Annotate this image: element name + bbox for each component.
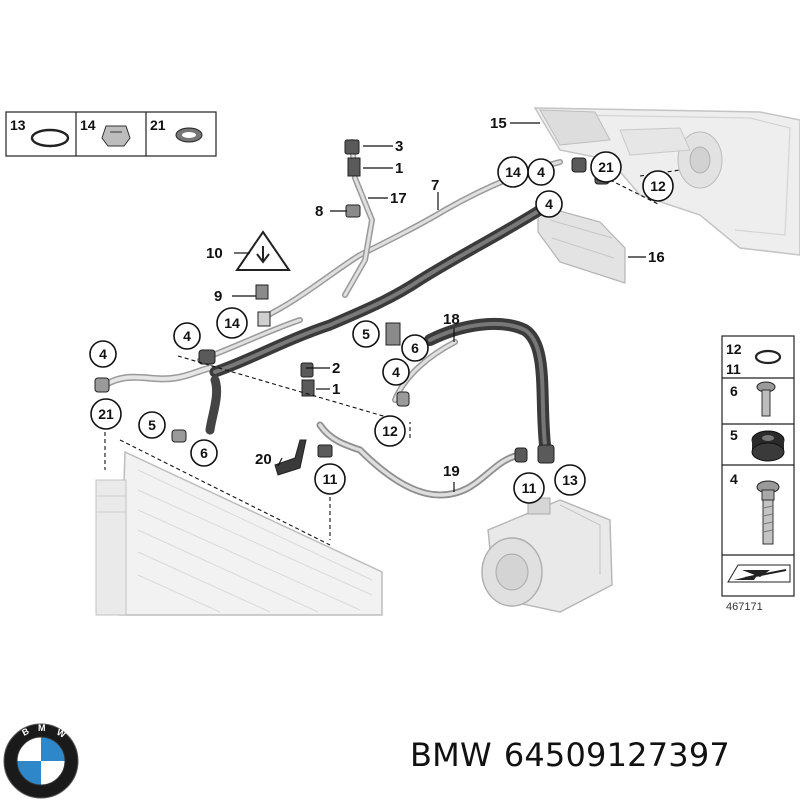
callout-13: 13 — [562, 472, 578, 488]
arrow-reference-icon — [727, 564, 791, 583]
callout-6b: 6 — [411, 340, 419, 356]
clip-14-icon — [101, 125, 131, 147]
callouts — [89, 151, 674, 504]
callout-circle-14b — [216, 307, 248, 339]
callout-14a: 14 — [505, 164, 521, 180]
part-caption: BMW 64509127397 — [410, 736, 730, 774]
callout-4a: 4 — [99, 346, 107, 362]
label-3: 3 — [395, 138, 403, 155]
callout-4c: 4 — [537, 164, 545, 180]
bracket-part-16 — [537, 204, 626, 284]
condenser — [95, 450, 383, 616]
legend-right-num-4: 4 — [730, 471, 738, 487]
o-ring-13-icon — [30, 128, 70, 148]
callout-4e: 4 — [392, 364, 400, 380]
callout-11b: 11 — [522, 480, 537, 496]
callout-12b: 12 — [382, 423, 398, 439]
fittings — [94, 139, 610, 476]
label-15: 15 — [490, 115, 507, 132]
callout-circle-21b — [590, 151, 622, 183]
callout-circle-6a — [190, 439, 218, 467]
callout-circle-5b — [352, 320, 380, 348]
label-10: 10 — [206, 245, 223, 262]
callout-circle-4e — [382, 358, 410, 386]
leader-lines-dashed — [104, 169, 681, 546]
callout-circle-11b — [513, 472, 545, 504]
callout-4b: 4 — [183, 328, 191, 344]
callout-circle-4a — [89, 340, 117, 368]
callout-4d: 4 — [545, 196, 553, 212]
part-labels: 3 1 7 17 8 10 9 15 16 18 2 1 19 20 — [206, 115, 665, 480]
label-1a: 1 — [395, 160, 403, 177]
callout-circle-12a — [642, 170, 674, 202]
label-20: 20 — [255, 451, 272, 468]
legend-right-num-12: 12 — [726, 341, 742, 357]
callout-labels: 4 4 4 4 4 5 5 6 6 11 11 12 12 13 14 14 2… — [98, 159, 666, 496]
legend-top-num-21: 21 — [150, 117, 166, 133]
callout-11a: 11 — [323, 471, 338, 487]
brand-name: BMW — [410, 736, 492, 774]
bmw-logo-icon: B M W — [3, 723, 79, 799]
label-18: 18 — [443, 311, 460, 328]
callout-5b: 5 — [362, 326, 370, 342]
label-2: 2 — [332, 360, 340, 377]
bolt-4-icon — [756, 480, 780, 545]
ac-compressor — [481, 497, 613, 613]
callout-circle-11a — [314, 463, 346, 495]
svg-text:B: B — [20, 726, 31, 738]
legend-top-num-14: 14 — [80, 117, 96, 133]
warning-triangle-icon — [235, 230, 291, 271]
reference-number: 467171 — [726, 601, 763, 613]
callout-circle-12b — [374, 415, 406, 447]
callout-circle-14a — [497, 156, 529, 188]
leader-lines — [52, 119, 646, 492]
part-number: 64509127397 — [503, 736, 730, 774]
o-ring-12-icon — [754, 349, 782, 365]
svg-text:M: M — [38, 723, 46, 733]
label-7: 7 — [431, 177, 439, 194]
callout-14b: 14 — [224, 315, 240, 331]
parts-diagram: 13 14 21 12 11 6 5 4 — [5, 107, 800, 616]
callout-21a: 21 — [98, 406, 114, 422]
legend-top: 13 14 21 — [5, 111, 217, 157]
dark-hoses — [205, 204, 551, 451]
label-9: 9 — [214, 288, 222, 305]
legend-right-num-6: 6 — [730, 383, 738, 399]
callout-12a: 12 — [650, 178, 666, 194]
label-19: 19 — [443, 463, 460, 480]
legend-top-num-13: 13 — [10, 117, 26, 133]
callout-circle-4d — [535, 190, 563, 218]
label-17: 17 — [390, 190, 407, 207]
label-16: 16 — [648, 249, 665, 266]
legend-right-num-5: 5 — [730, 427, 738, 443]
callout-circle-5a — [138, 411, 166, 439]
callout-5a: 5 — [148, 417, 156, 433]
callout-circle-13 — [554, 464, 586, 496]
callout-21b: 21 — [598, 159, 614, 175]
callout-6a: 6 — [200, 445, 208, 461]
callout-circle-4b — [173, 322, 201, 350]
callout-circle-21a — [90, 398, 122, 430]
legend-right: 12 11 6 5 4 467171 — [721, 335, 795, 613]
legend-right-num-11: 11 — [726, 361, 741, 377]
bolt-6-icon — [756, 381, 776, 417]
label-8: 8 — [315, 203, 323, 220]
grommet-5-icon — [751, 430, 785, 462]
callout-circle-6b — [401, 334, 429, 362]
label-1b: 1 — [332, 381, 340, 398]
